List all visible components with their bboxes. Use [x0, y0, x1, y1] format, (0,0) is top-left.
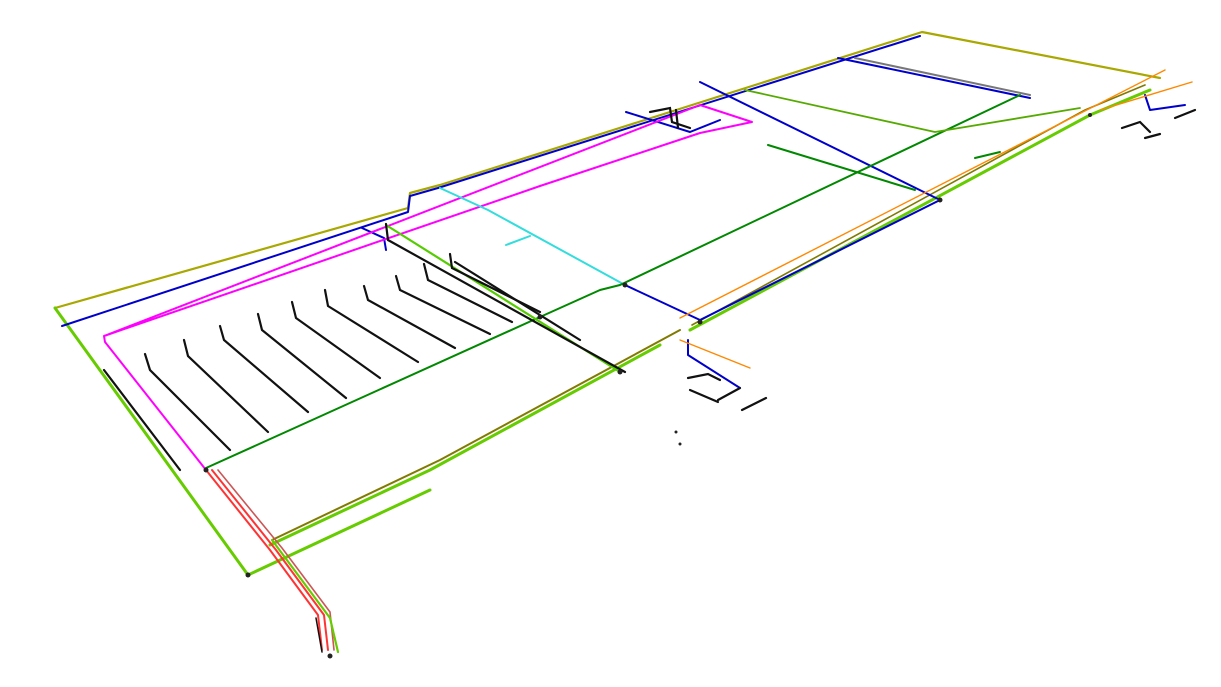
- perimeter-dark-olive-east: [691, 84, 1146, 326]
- top-riser: [648, 106, 692, 130]
- fitting-node: [327, 653, 333, 659]
- drop-s2: [716, 386, 742, 402]
- branch-9: [394, 274, 492, 336]
- fitting-node: [203, 467, 209, 473]
- blue-main-north: [61, 35, 921, 327]
- blue-diagonal-east: [699, 81, 941, 201]
- branch-12: [384, 222, 627, 374]
- branch-2: [143, 352, 232, 452]
- blue-cross-east: [837, 57, 1031, 99]
- green-short: [974, 151, 1001, 159]
- red-pipe-2: [211, 469, 329, 651]
- drop-s4: [688, 388, 720, 404]
- east-frag-1: [1120, 120, 1152, 134]
- red-pipe-black: [315, 617, 323, 653]
- branch-8: [362, 284, 457, 350]
- top-riser-2: [674, 108, 680, 130]
- perimeter-dark-olive-south: [271, 329, 681, 541]
- green-upper: [744, 89, 1081, 133]
- perimeter-lime-south: [268, 343, 662, 547]
- fitting-node: [1088, 113, 1092, 117]
- gray-pipe: [854, 57, 1031, 96]
- branch-10: [422, 262, 514, 324]
- red-pipe-1: [205, 469, 323, 651]
- branch-13: [453, 260, 582, 342]
- fitting-node: [674, 430, 678, 434]
- green-pipes: [205, 89, 1081, 469]
- blue-drop-south: [687, 339, 741, 389]
- branch-3: [182, 338, 270, 434]
- fitting-node: [937, 197, 943, 203]
- fitting-node: [617, 369, 623, 375]
- east-frag-2: [1143, 132, 1162, 140]
- red-riser-bundle: [205, 469, 340, 654]
- green-cross: [767, 144, 916, 191]
- perimeter-olive-north: [53, 30, 1162, 310]
- branch-5: [256, 312, 348, 400]
- orange-pipe-3: [1099, 81, 1193, 111]
- branch-7: [323, 288, 420, 364]
- branch-1: [102, 368, 182, 472]
- blue-stub-north: [625, 111, 721, 133]
- branch-6: [290, 300, 382, 380]
- fitting-node: [537, 314, 543, 320]
- red-pipe-lime: [270, 538, 340, 654]
- blue-cross-west: [361, 227, 387, 251]
- fitting-node: [678, 442, 682, 446]
- fitting-node: [697, 319, 703, 325]
- drop-s1: [686, 372, 722, 382]
- magenta-pipe-loop: [103, 104, 753, 471]
- east-frag-3: [1173, 108, 1197, 120]
- orange-pipe-2: [679, 339, 751, 369]
- orange-pipe: [679, 69, 1166, 319]
- drop-s3: [740, 396, 768, 412]
- cyan-pipe: [439, 187, 626, 286]
- blue-east-end: [1144, 94, 1186, 111]
- branch-4: [218, 324, 310, 414]
- black-branch-pipes: [102, 106, 1197, 472]
- perimeter-lime-west: [53, 306, 432, 577]
- perimeter-pipes: [53, 30, 1162, 577]
- green-main: [205, 94, 1021, 469]
- fitting-node: [622, 282, 628, 288]
- cyan-stub: [505, 235, 531, 246]
- fitting-node: [245, 572, 251, 578]
- blue-pipes: [61, 35, 1186, 389]
- fittings: [203, 113, 1092, 659]
